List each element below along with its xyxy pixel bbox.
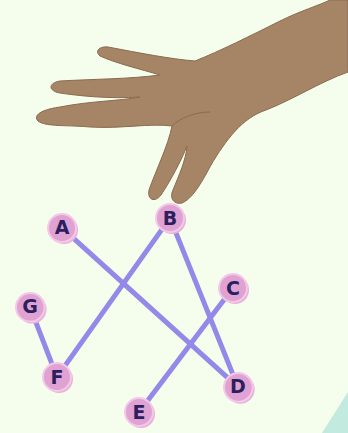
circle-fill (219, 274, 247, 302)
circle-node: E (124, 397, 154, 427)
circle-fill (125, 398, 153, 426)
edge-line (35, 319, 53, 364)
circle-node: C (218, 273, 248, 303)
corner-shape (322, 392, 348, 433)
node-label: C (226, 279, 240, 298)
node-label: E (133, 403, 146, 422)
circle-fill (43, 363, 71, 391)
node-label: F (51, 368, 64, 387)
node-label: G (22, 297, 38, 316)
circle-node: D (223, 372, 254, 403)
edge-line (147, 298, 225, 401)
circle-fill (16, 293, 45, 322)
circle-fill (48, 214, 76, 242)
circle-node: F (42, 362, 72, 392)
hand-crease (172, 112, 210, 126)
circle-fill (224, 373, 253, 402)
edge-line (65, 229, 163, 367)
circle-node: G (15, 292, 46, 323)
node-label: D (230, 377, 246, 396)
circle-node: B (155, 203, 185, 233)
node-label: B (163, 209, 177, 228)
node-label: A (55, 218, 70, 237)
circle-node: A (47, 213, 77, 243)
hand-illustration (37, 0, 348, 203)
circle-fill (156, 204, 184, 232)
